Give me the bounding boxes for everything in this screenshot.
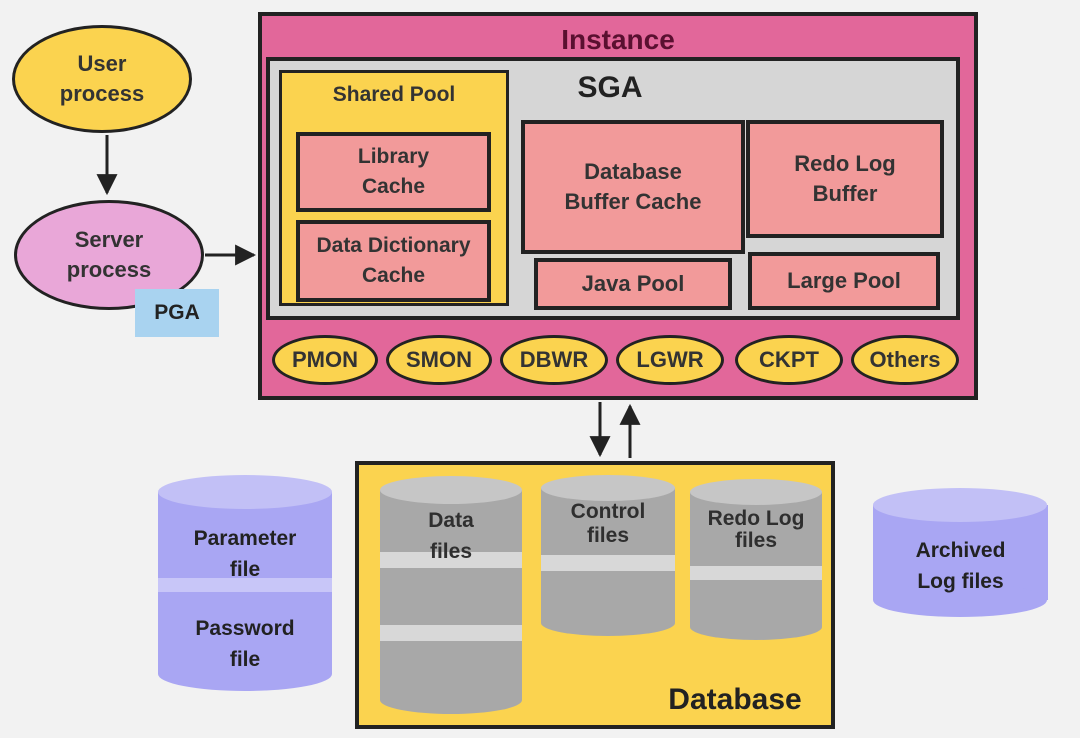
archived-log-files-label: Archived Log files (915, 539, 1006, 593)
process-others: Others (851, 335, 959, 385)
redo-log-buffer-box: Redo Log Buffer (746, 120, 944, 238)
process-ckpt: CKPT (735, 335, 843, 385)
archived-log-files-cylinder (873, 488, 1048, 617)
instance-title: Instance (561, 24, 675, 55)
database-buffer-cache-box: Database Buffer Cache (521, 120, 745, 254)
java-pool-box: Java Pool (534, 258, 732, 310)
control-files-cylinder (541, 475, 675, 636)
control-files-label: Control files (570, 500, 646, 547)
redo-log-files-label: Redo Log files (707, 507, 805, 552)
large-pool-box: Large Pool (748, 252, 940, 310)
library-cache-box: Library Cache (296, 132, 491, 212)
parameter-file-label: Parameter file (193, 527, 297, 581)
server-process-ellipse: Server process (14, 200, 204, 310)
database-title: Database (668, 683, 802, 716)
process-pmon: PMON (272, 335, 378, 385)
process-dbwr: DBWR (500, 335, 608, 385)
user-process-ellipse: User process (12, 25, 192, 133)
data-files-cylinder (380, 476, 522, 714)
parameter-password-cylinder (158, 475, 332, 691)
data-files-label: Data files (428, 509, 474, 563)
sga-title: SGA (577, 71, 643, 104)
redo-log-files-cylinder (690, 479, 822, 640)
pga-box: PGA (135, 289, 219, 337)
process-smon: SMON (386, 335, 492, 385)
process-lgwr: LGWR (616, 335, 724, 385)
data-dictionary-cache-box: Data Dictionary Cache (296, 220, 491, 302)
password-file-label: Password file (195, 617, 295, 671)
shared-pool-title: Shared Pool (332, 83, 456, 106)
